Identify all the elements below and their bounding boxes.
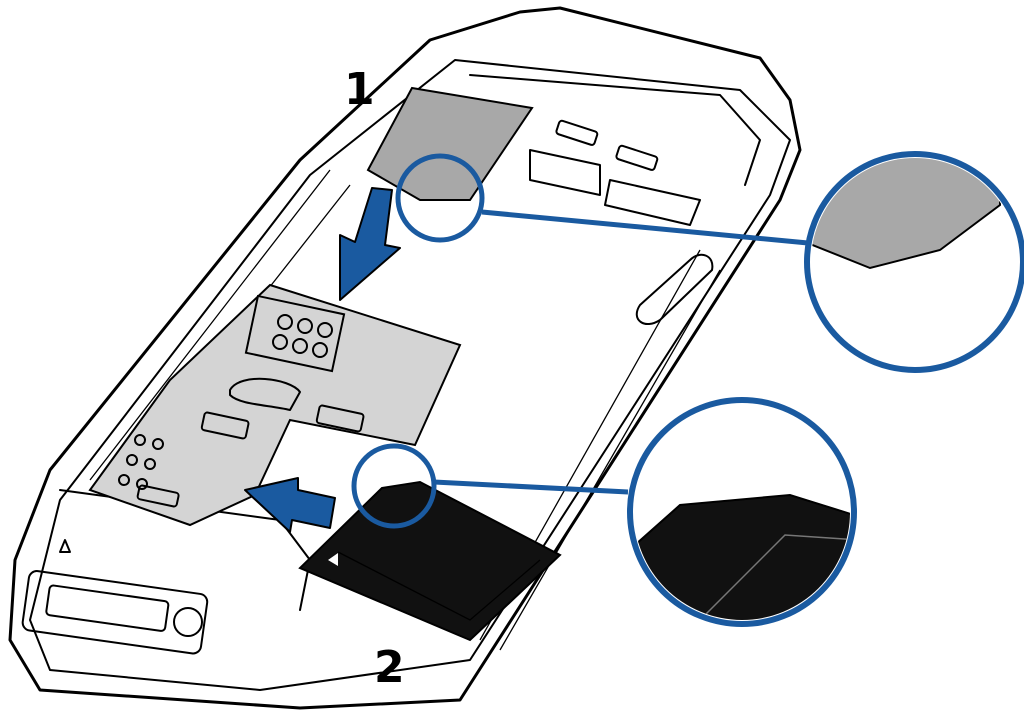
callout-small-1	[395, 153, 809, 246]
left-arrow-icon	[244, 477, 336, 533]
callout-magnified-sim	[804, 151, 1024, 373]
callout-small-2	[351, 443, 629, 529]
step-label-2: 2	[374, 642, 405, 693]
step-label-1: 1	[344, 64, 375, 115]
down-arrow-icon	[339, 187, 401, 301]
memory-card	[298, 480, 562, 642]
sim-holder-tray	[88, 283, 462, 527]
callout-magnified-card	[627, 397, 857, 627]
